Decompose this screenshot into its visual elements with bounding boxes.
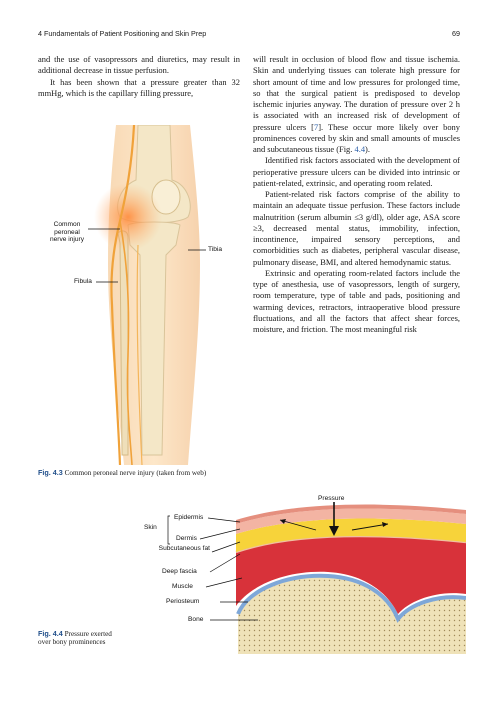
label-tibia: Tibia (208, 246, 223, 253)
figure-4-4: Pressure Skin Epidermis Dermis Subcutane… (144, 494, 467, 654)
shear-arrow-right (351, 523, 389, 531)
caption-number: Fig. 4.3 (38, 468, 63, 477)
right-column: will result in occlusion of blood flow a… (253, 54, 460, 335)
label-subcutaneous-fat: Subcutaneous fat (158, 545, 210, 552)
label-epidermis: Epidermis (174, 514, 204, 521)
leader-epidermis (207, 517, 241, 523)
label-deep-fascia: Deep fascia (162, 568, 197, 575)
figure-4-4-caption: Fig. 4.4 Pressure exerted over bony prom… (38, 629, 118, 647)
bone-texture (238, 575, 466, 654)
tissue-layers-diagram (167, 502, 467, 654)
figure-4-3: Common peroneal nerve injury Tibia Fibul… (38, 124, 243, 466)
injury-highlight (94, 183, 162, 251)
caption-text: Pressure exerted over bony prominences (38, 630, 112, 647)
dermis-layer (236, 508, 466, 534)
nerve-branch (119, 220, 133, 466)
right-paragraph-2: Identified risk factors associated with … (253, 155, 460, 188)
muscle-layer (236, 536, 466, 614)
nerve-branch-2 (136, 244, 143, 466)
label-common-peroneal: Common peroneal nerve injury (49, 221, 85, 243)
right-paragraph-1: will result in occlusion of blood flow a… (253, 54, 460, 154)
leader-muscle (205, 577, 243, 588)
shear-arrow-left-head (280, 519, 286, 524)
label-periosteum: Periosteum (166, 598, 200, 605)
skin-bracket (167, 515, 170, 545)
caption-text: Common peroneal nerve injury (taken from… (64, 469, 207, 477)
shear-arrow-right-head (382, 522, 388, 527)
citation-link[interactable]: 7 (313, 121, 319, 132)
epidermis-layer (236, 504, 466, 524)
figure-4-3-caption: Fig. 4.3 Common peroneal nerve injury (t… (38, 468, 338, 477)
left-column: and the use of vasopressors and diuretic… (38, 54, 240, 99)
leader-dermis (199, 528, 241, 540)
leader-fat (211, 541, 241, 553)
periosteum-layer (236, 573, 467, 623)
right-paragraph-3: Patient-related risk factors comprise of… (253, 189, 460, 267)
figure-reference-link[interactable]: 4.4 (354, 144, 366, 154)
caption-number: Fig. 4.4 (38, 629, 63, 638)
label-skin: Skin (144, 524, 157, 531)
label-pressure: Pressure (318, 495, 345, 502)
leader-fascia (209, 553, 241, 573)
left-paragraph-1: and the use of vasopressors and diuretic… (38, 54, 240, 76)
label-fibula: Fibula (74, 278, 92, 285)
subcutaneous-fat-layer (236, 518, 466, 552)
label-bone: Bone (188, 616, 204, 623)
label-muscle: Muscle (172, 583, 193, 590)
peroneal-nerve (110, 124, 136, 466)
running-header: 4 Fundamentals of Patient Positioning an… (38, 29, 460, 41)
left-paragraph-2: It has been shown that a pressure greate… (38, 76, 240, 98)
right-paragraph-4: Extrinsic and operating room-related fac… (253, 267, 460, 334)
label-dermis: Dermis (176, 535, 197, 542)
chapter-title: 4 Fundamentals of Patient Positioning an… (38, 29, 207, 38)
knee-illustration (88, 124, 206, 466)
page-number: 69 (452, 29, 460, 38)
shear-arrow-left (279, 519, 317, 531)
pressure-arrow-head (329, 526, 339, 536)
